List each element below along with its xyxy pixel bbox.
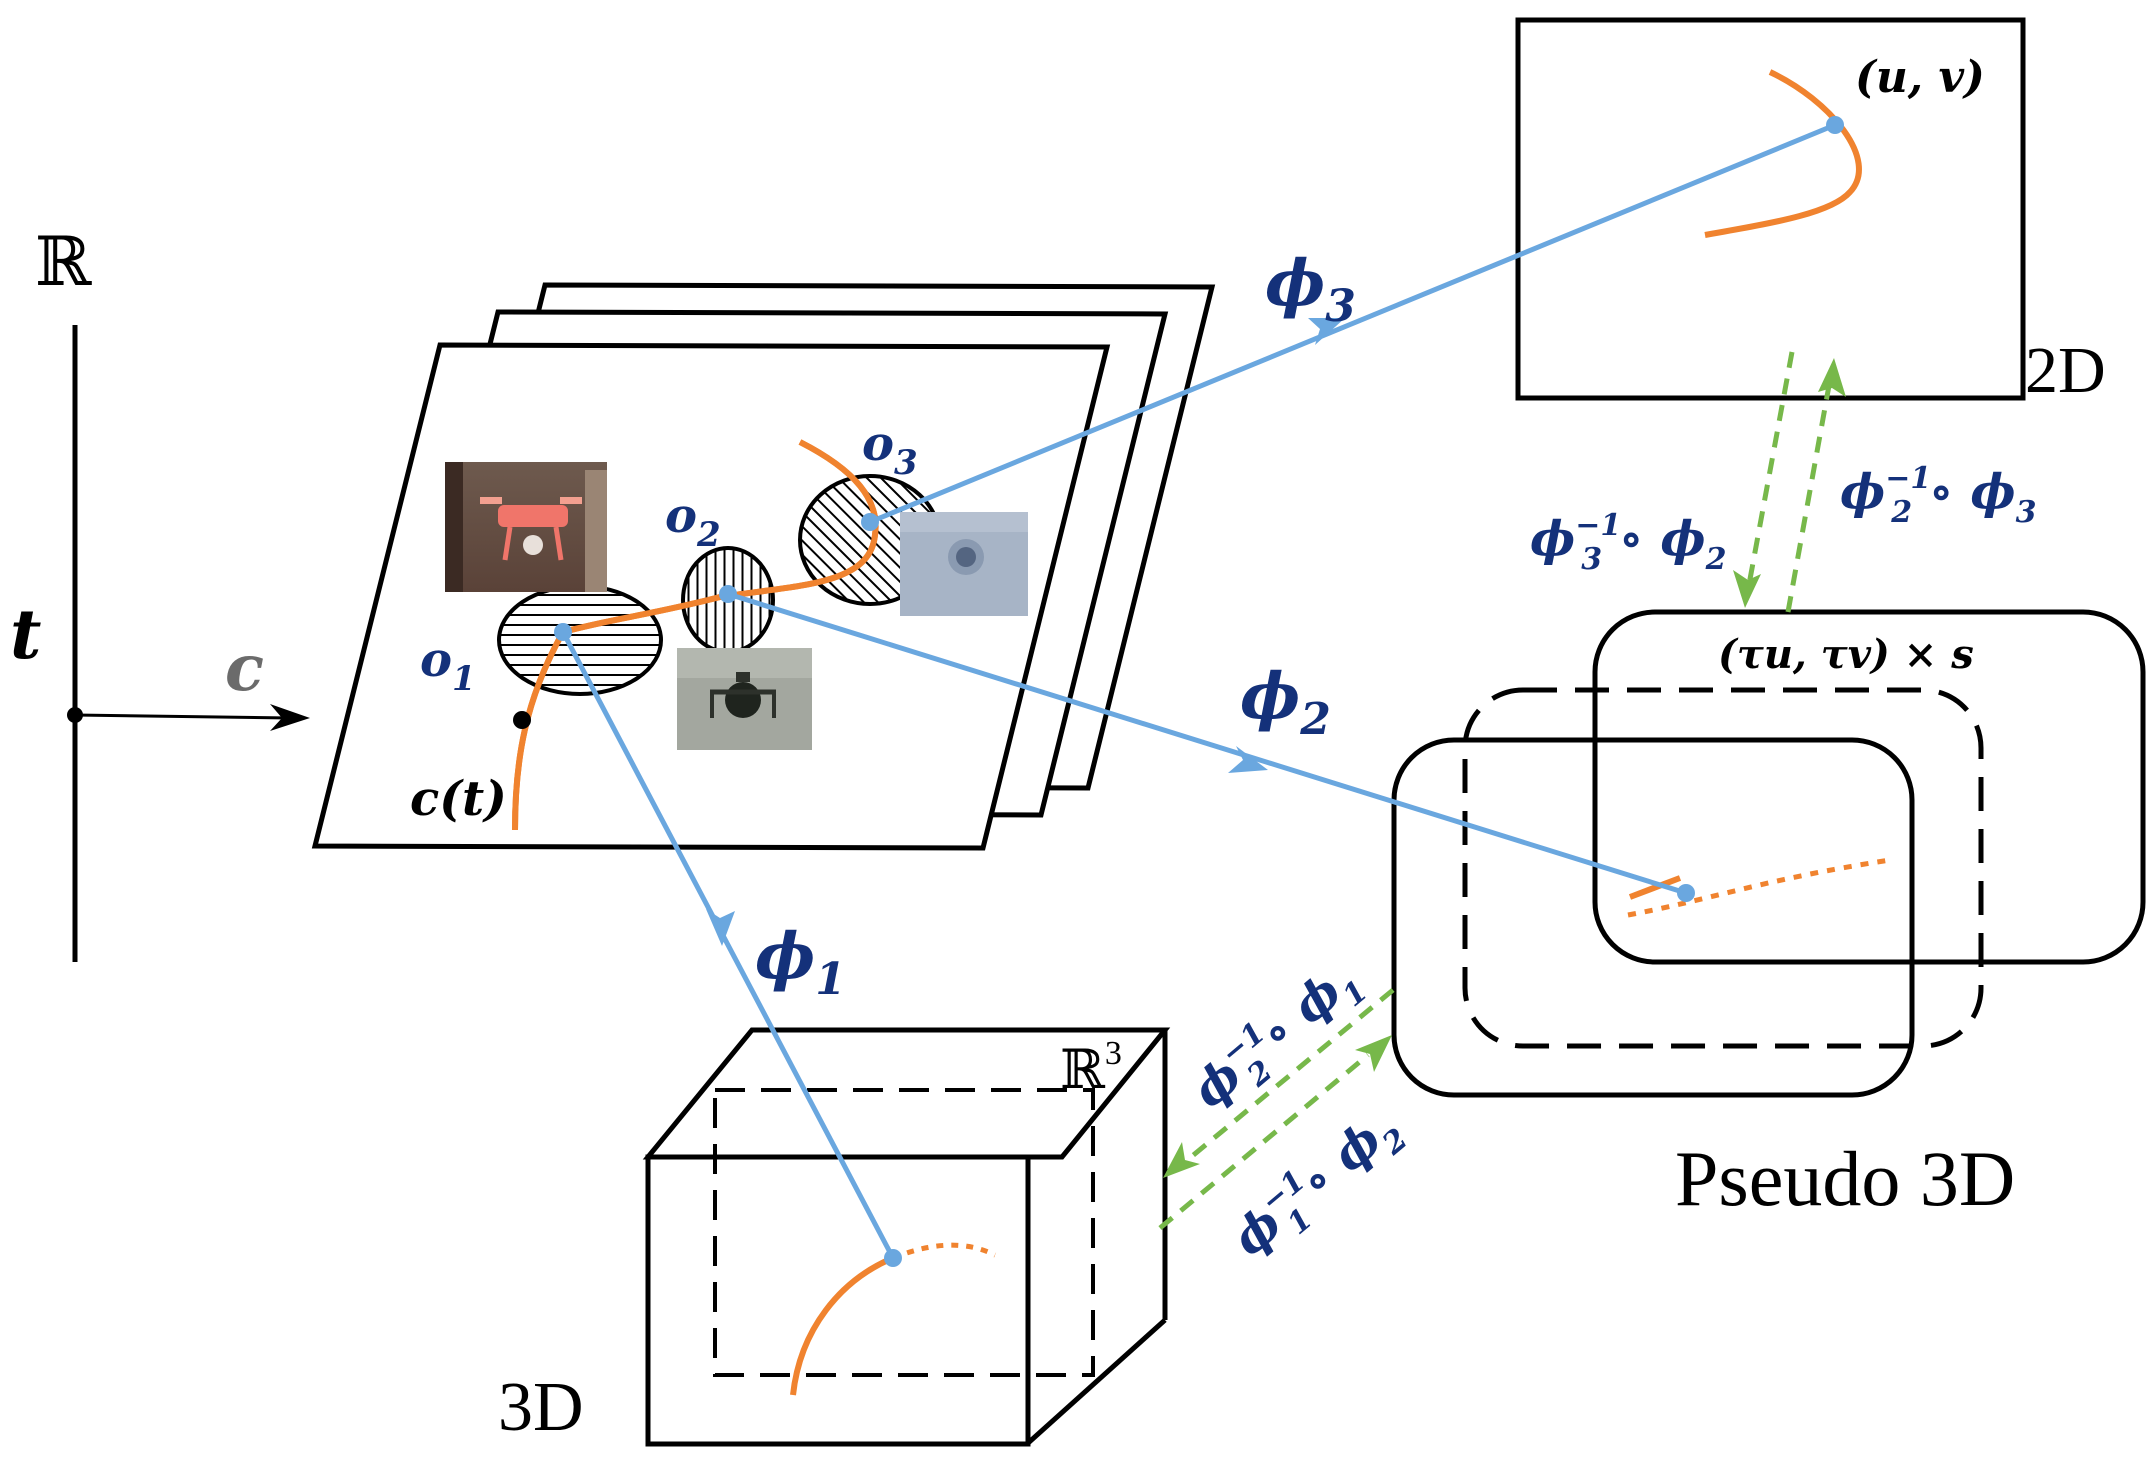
map-phi2: ϕ2 [719, 585, 1695, 902]
arrow-head [1733, 570, 1761, 608]
object-o1-label: o1 [420, 632, 476, 699]
time-label: t [10, 595, 41, 675]
space-3d-label: 3D [498, 1369, 584, 1446]
pseudo-box-middle [1462, 687, 1984, 1049]
svg-text:ϕ1: ϕ1 [755, 919, 846, 1005]
arrow-head [706, 909, 735, 946]
drone-photo-2 [677, 648, 812, 750]
map-phi3: ϕ3 [861, 116, 1844, 531]
space-2d: (u, v) 2D [1515, 17, 2106, 407]
svg-text:ϕ−13 ∘ ϕ2: ϕ−13 ∘ ϕ2 [1530, 508, 1726, 577]
space-3d: 3D ℝ3 [498, 1027, 1171, 1447]
cube-inner-dashed [713, 1088, 1095, 1377]
object-o3-label: o3 [862, 416, 918, 483]
r3-label: ℝ3 [1060, 1035, 1122, 1100]
space-2d-label: 2D [2025, 334, 2106, 407]
curve-point [513, 711, 531, 729]
coord-pseudo-label: (τu, τv) × s [1718, 631, 1974, 678]
trajectory-3d-dotted [892, 1242, 997, 1261]
object-o1-region [497, 584, 663, 696]
real-line-label: ℝ [35, 224, 92, 300]
transition-label-phi2inv-phi1: ϕ−12 ∘ ϕ1 [1180, 948, 1375, 1127]
image-plane-box [1515, 17, 2026, 401]
cube-front-face [645, 1154, 1031, 1447]
object-o2-label: o2 [665, 488, 721, 555]
svg-text:ϕ−12 ∘ ϕ3: ϕ−12 ∘ ϕ3 [1840, 461, 2036, 530]
arrow-head [1355, 1035, 1392, 1072]
svg-text:o1: o1 [420, 632, 476, 699]
trajectory-pseudo-solid [1628, 875, 1682, 900]
drone-photo-3 [900, 512, 1028, 616]
svg-text:ϕ−11 ∘ ϕ2: ϕ−11 ∘ ϕ2 [1220, 1096, 1415, 1275]
transition-3d-pseudo [1158, 988, 1395, 1230]
space-pseudo-label: Pseudo 3D [1675, 1135, 2015, 1222]
arrow-head [1163, 1142, 1200, 1178]
svg-text:ϕ2: ϕ2 [1240, 659, 1331, 745]
svg-text:ϕ−12 ∘ ϕ1: ϕ−12 ∘ ϕ1 [1180, 948, 1375, 1127]
curve-point-label: c(t) [410, 771, 507, 827]
map-phi1: ϕ1 [554, 623, 902, 1267]
arrow-head [1308, 318, 1345, 345]
curve-map-label: c [225, 631, 264, 706]
pseudo-box-back [1592, 609, 2146, 965]
svg-text:ϕ3: ϕ3 [1265, 246, 1356, 332]
arrow-head [1818, 358, 1846, 397]
trajectory-3d-solid [790, 1255, 895, 1396]
trajectory-2d [1704, 69, 1862, 238]
svg-text:o3: o3 [862, 416, 918, 483]
svg-text:o2: o2 [665, 488, 721, 555]
transition-label-phi1inv-phi2: ϕ−11 ∘ ϕ2 [1220, 1096, 1415, 1275]
space-pseudo-3d: (τu, τv) × s Pseudo 3D [1391, 609, 2146, 1222]
trajectory-pseudo-dotted [1627, 857, 1891, 918]
transition-2d-pseudo [1733, 351, 1846, 613]
pseudo-box-front [1391, 737, 1915, 1098]
arrow-head [1228, 746, 1268, 773]
arrow-head [270, 704, 310, 731]
time-axis: ℝ t c [10, 224, 310, 962]
drone-photo-1 [445, 462, 607, 592]
coord-2d-label: (u, v) [1855, 52, 1985, 103]
